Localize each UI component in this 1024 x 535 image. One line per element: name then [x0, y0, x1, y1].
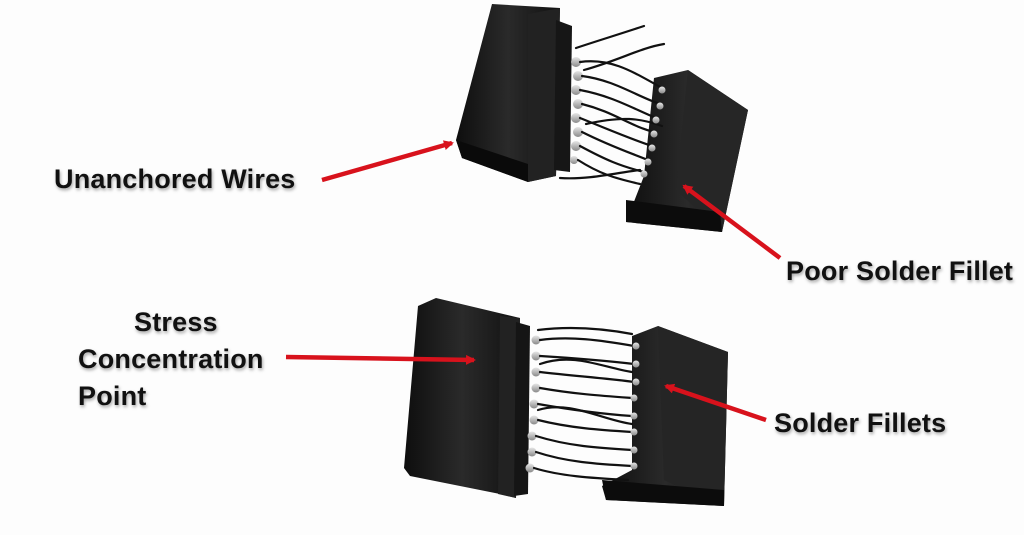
label-unanchored-wires: Unanchored Wires — [54, 164, 296, 194]
label-poor-solder-fillet: Poor Solder Fillet — [786, 256, 1014, 286]
top-right-solder-pins — [640, 86, 666, 178]
label-stress-concentration-point: Stress Concentration Point — [78, 304, 264, 415]
annotation-arrows — [285, 140, 782, 423]
bottom-connector-assembly — [404, 298, 728, 506]
top-left-connector-front-ridge — [528, 8, 560, 182]
bottom-right-solder-pins — [630, 342, 640, 470]
bottom-wires — [532, 326, 636, 482]
arrow-unanchored-wires — [321, 140, 454, 183]
label-stress-line2: Concentration — [78, 344, 264, 374]
arrow-stress-point — [285, 354, 476, 365]
top-wires — [558, 24, 666, 186]
bottom-left-solder-pins — [525, 335, 541, 473]
top-left-connector-bottom-edge — [456, 140, 528, 182]
bottom-right-connector-flange — [602, 480, 724, 506]
top-right-connector-flange — [626, 200, 722, 232]
bottom-right-connector-face — [658, 326, 728, 506]
top-connector-assembly — [456, 4, 748, 232]
arrow-poor-solder-fillet — [682, 184, 782, 260]
top-left-connector-flange — [554, 20, 572, 172]
bottom-left-connector-housing — [404, 298, 520, 498]
label-stress-line3: Point — [78, 381, 147, 411]
top-left-solder-pins — [570, 57, 583, 164]
bottom-left-connector-flange — [514, 322, 530, 496]
arrow-solder-fillets — [664, 383, 767, 423]
label-stress-line1: Stress — [134, 307, 218, 337]
label-solder-fillets: Solder Fillets — [774, 408, 947, 438]
